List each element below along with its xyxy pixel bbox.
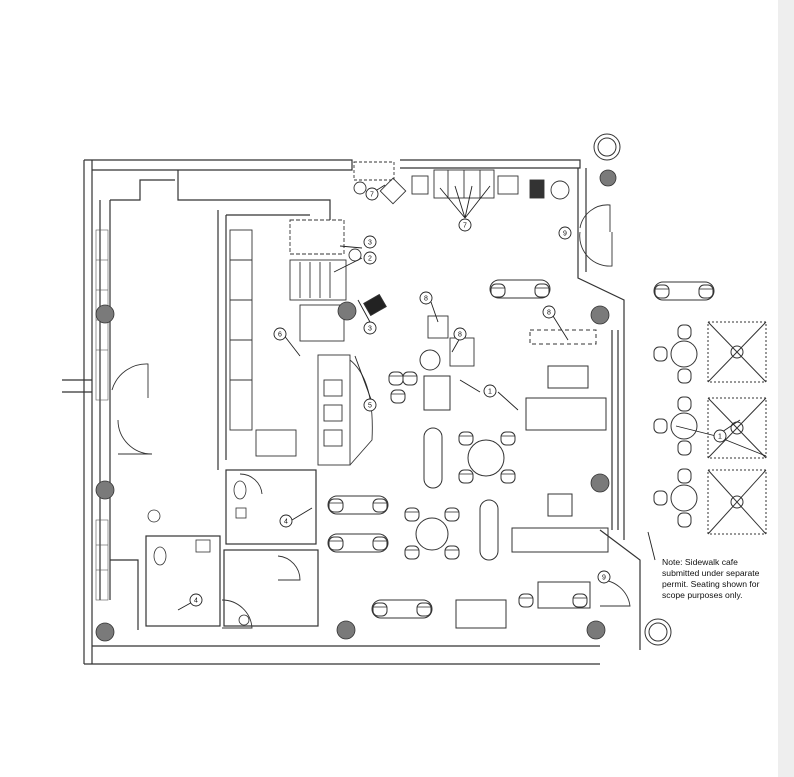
exterior-walls — [62, 159, 641, 665]
tag-6: 6 — [278, 332, 282, 339]
keynote-tags — [189, 187, 727, 607]
page-margin-strip — [778, 0, 794, 777]
sidewalk-cafe-note: Note: Sidewalk cafe submitted under sepa… — [662, 557, 782, 601]
tag-1-interior: 1 — [488, 389, 492, 396]
corridor-shelving — [95, 229, 109, 601]
interior-seating — [327, 279, 609, 629]
note-line-4: scope purposes only. — [662, 590, 743, 600]
sidewalk-seating — [653, 281, 767, 535]
tag-7-top: 7 — [463, 223, 467, 230]
tag-9-top: 9 — [563, 231, 567, 238]
note-line-3: permit. Seating shown for — [662, 579, 760, 589]
tag-8-left: 8 — [424, 296, 428, 303]
tag-8-right: 8 — [547, 310, 551, 317]
tag-2: 2 — [368, 256, 372, 263]
leader-lines — [177, 184, 767, 611]
tag-5: 5 — [368, 403, 372, 410]
door-swings — [111, 204, 631, 629]
top-wall-features — [353, 161, 570, 205]
tag-9-bottom: 9 — [602, 575, 606, 582]
tag-4-upper: 4 — [284, 519, 288, 526]
tag-4-lower: 4 — [194, 598, 198, 605]
kitchen-equipment — [229, 219, 475, 466]
tag-3-upper: 3 — [368, 240, 372, 247]
tag-1-sidewalk: 1 — [718, 434, 722, 441]
sidewalk-chairs — [653, 284, 714, 528]
exterior-planters — [593, 133, 672, 646]
tag-7-top-left: 7 — [370, 192, 374, 199]
note-line-2: submitted under separate — [662, 568, 760, 578]
note-line-1: Note: Sidewalk cafe — [662, 557, 738, 567]
structural-columns — [95, 169, 617, 642]
tag-8-center: 8 — [458, 332, 462, 339]
restroom-fixtures — [147, 480, 250, 626]
keynote-tag-labels: 7 7 3 2 3 5 6 8 8 1 8 1 9 9 4 4 — [194, 192, 722, 605]
tag-3-lower: 3 — [368, 326, 372, 333]
